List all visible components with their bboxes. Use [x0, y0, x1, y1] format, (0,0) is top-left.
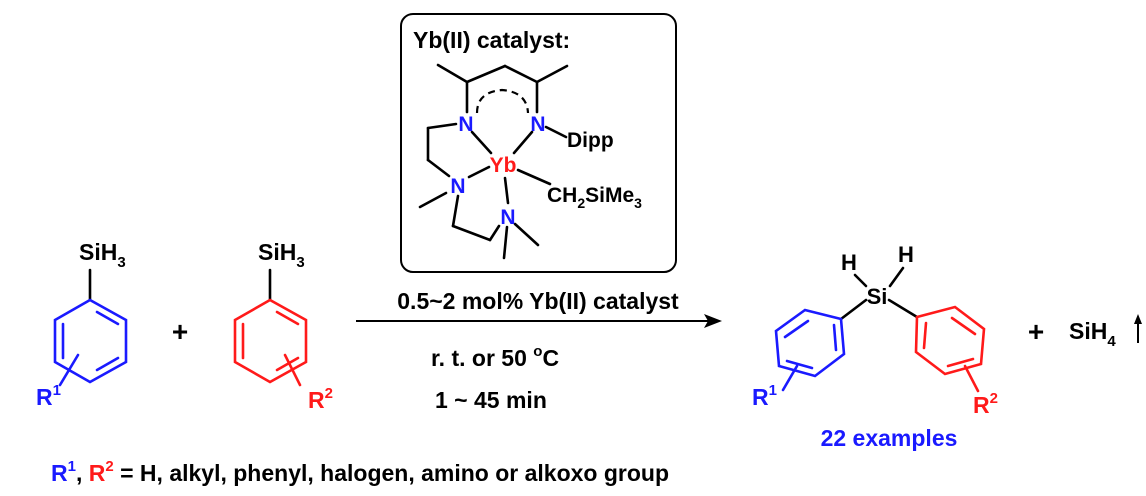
byproduct-silane-label: SiH4	[1069, 318, 1116, 350]
catalyst-n-left: N	[458, 113, 473, 136]
reactant-2: SiH3 R2	[233, 239, 333, 413]
catalyst-metal: Yb	[490, 154, 517, 177]
catalyst-structure: N N Dipp Yb N N CH2SiMe3	[418, 63, 642, 260]
condition-temperature: r. t. or 50 oC	[431, 343, 559, 371]
condition-catalyst-loading: 0.5~2 mol% Yb(II) catalyst	[397, 288, 679, 314]
reactant-1: SiH3 R1	[36, 239, 128, 410]
catalyst-box-frame	[400, 13, 677, 273]
product-r1-label: R1	[752, 382, 777, 410]
condition-time: 1 ~ 45 min	[435, 387, 547, 413]
catalyst-box: Yb(II) catalyst:	[400, 13, 677, 273]
product-h-left: H	[841, 250, 857, 275]
product-si-label: Si	[867, 284, 888, 309]
catalyst-alkyl-label: CH2SiMe3	[547, 184, 642, 211]
substituent-definition: R1, R2 = H, alkyl, phenyl, halogen, amin…	[51, 458, 669, 486]
catalyst-title: Yb(II) catalyst:	[413, 27, 570, 53]
product: H H Si R1 R2 22 examples	[752, 242, 998, 451]
plus-sign-2: +	[1028, 316, 1044, 347]
reactant-2-r-label: R2	[308, 385, 333, 413]
reactant-2-silyl-label: SiH3	[258, 239, 305, 271]
catalyst-dipp: Dipp	[567, 129, 614, 152]
product-r2-label: R2	[973, 390, 998, 418]
reactant-1-r-label: R1	[36, 382, 61, 410]
catalyst-n-bottom: N	[500, 206, 515, 229]
reactant-1-silyl-label: SiH3	[79, 239, 126, 271]
catalyst-n-right: N	[530, 113, 545, 136]
catalyst-n-middle: N	[450, 175, 465, 198]
reaction-arrow	[356, 314, 722, 328]
gas-evolution-arrow	[1134, 314, 1142, 343]
product-h-right: H	[898, 242, 914, 267]
plus-sign-1: +	[172, 316, 188, 347]
product-examples-count: 22 examples	[821, 425, 958, 451]
